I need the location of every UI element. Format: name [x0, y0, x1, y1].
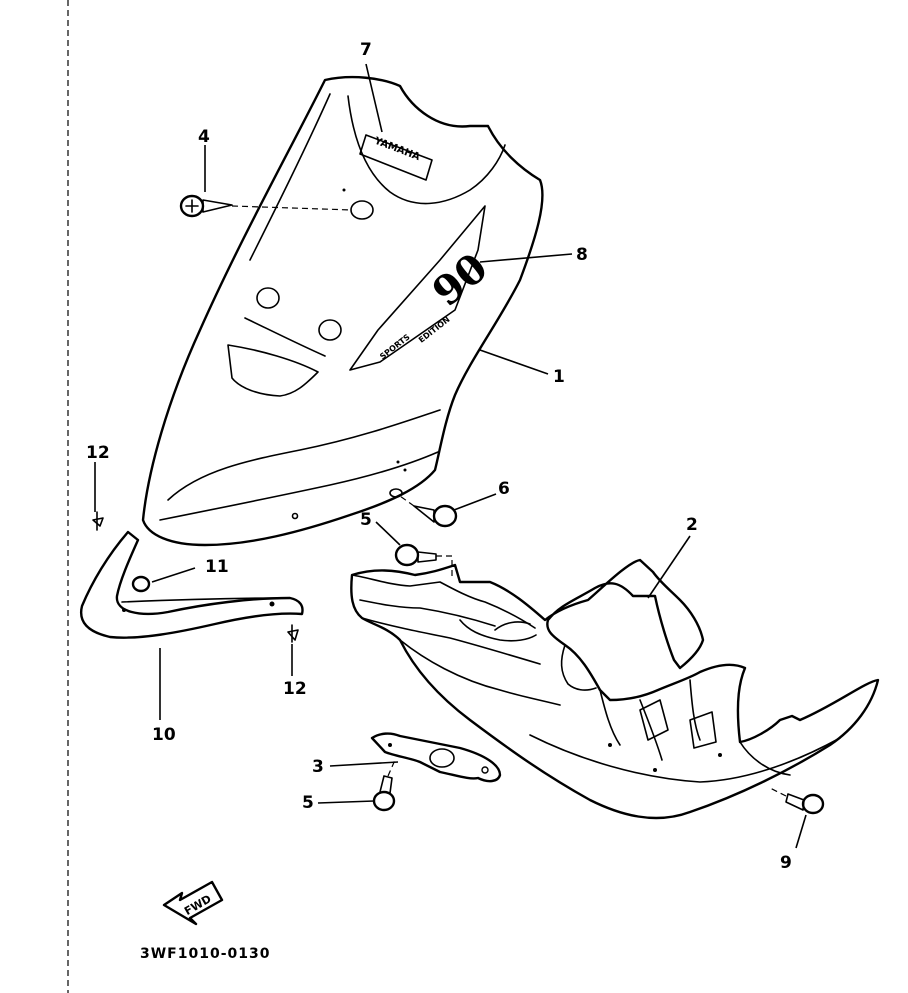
clip-part-12-upper	[92, 511, 104, 531]
callout-9: 9	[780, 853, 792, 873]
screw-part-6	[413, 504, 458, 528]
screw-part-4	[179, 194, 233, 218]
callout-12-upper: 12	[86, 443, 110, 463]
diagram-code: 3WF1010-0130	[140, 946, 271, 962]
callout-8: 8	[576, 245, 588, 265]
callout-6: 6	[498, 479, 510, 499]
under-cover-part	[350, 558, 880, 820]
clip-part-12-lower	[287, 624, 299, 643]
callout-10: 10	[152, 725, 176, 745]
callout-7: 7	[360, 40, 372, 60]
callout-5-upper: 5	[360, 510, 372, 530]
lower-trim-part	[79, 530, 304, 639]
front-cover-part: YAMAHA 90 SPORTS EDITION	[141, 75, 544, 547]
callout-2: 2	[686, 515, 698, 535]
callout-12-lower: 12	[283, 679, 307, 699]
callout-3: 3	[312, 757, 324, 777]
callout-4: 4	[198, 127, 210, 147]
bolt-part-5-upper	[394, 543, 437, 567]
callout-5-lower: 5	[302, 793, 314, 813]
callout-1: 1	[553, 367, 565, 387]
bolt-part-9	[785, 793, 825, 815]
bracket-plate-part	[370, 732, 502, 783]
fwd-arrow-icon: FWD	[162, 880, 224, 926]
bolt-part-5-lower	[372, 775, 396, 812]
callout-11: 11	[205, 557, 229, 577]
grommet-part	[131, 575, 151, 593]
